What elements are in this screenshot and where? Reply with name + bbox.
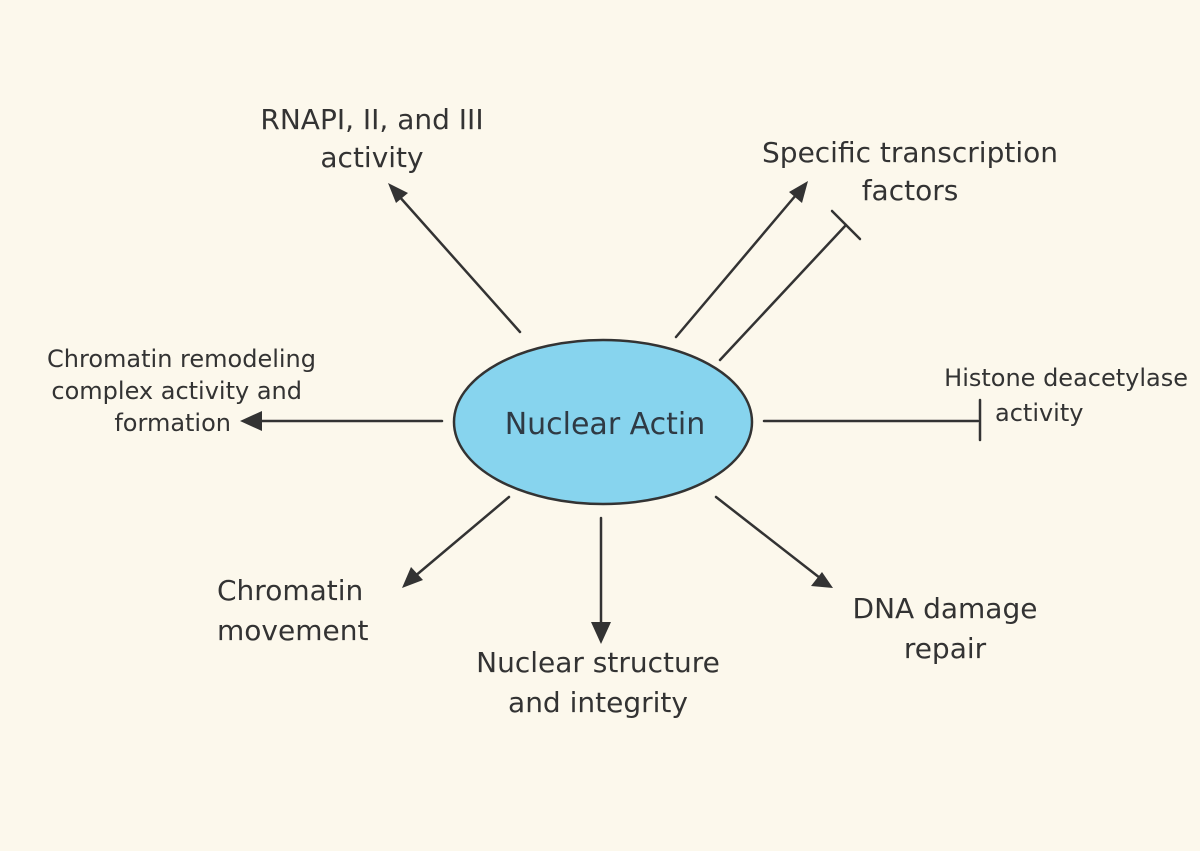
tf-label-line-1: Specific transcription — [762, 136, 1058, 169]
arrowhead-chromatin-movement — [402, 567, 423, 588]
edge-rnap — [396, 193, 522, 334]
edge-tf-inhibition — [718, 223, 848, 362]
edges — [240, 181, 982, 644]
dna-repair-node: DNA damage repair — [853, 592, 1038, 665]
chromatin-movement-label-line-2: movement — [217, 614, 368, 647]
inhibition-bar-tf — [830, 209, 862, 241]
chromatin-remodeling-node: Chromatin remodeling complex activity an… — [47, 345, 316, 437]
tf-node: Specific transcription factors — [762, 136, 1058, 207]
edge-dna-repair — [714, 495, 822, 580]
hdac-label-line-2: activity — [995, 399, 1083, 427]
chromatin-movement-node: Chromatin movement — [217, 574, 368, 647]
arrowhead-nuclear-structure — [591, 622, 611, 644]
chromatin-remodeling-label-line-3: formation — [114, 409, 231, 437]
arrowhead-tf — [789, 181, 808, 203]
edge-tf-activation — [674, 193, 798, 339]
nuclear-structure-node: Nuclear structure and integrity — [476, 646, 720, 719]
rnap-node: RNAPI, II, and III activity — [260, 103, 483, 174]
rnap-label-line-1: RNAPI, II, and III — [260, 103, 483, 136]
tf-label-line-2: factors — [862, 174, 959, 207]
chromatin-remodeling-label-line-1: Chromatin remodeling — [47, 345, 316, 373]
nuclear-actin-node — [452, 338, 754, 506]
arrowhead-rnap — [388, 183, 408, 203]
rnap-label-line-2: activity — [320, 141, 423, 174]
chromatin-remodeling-label-line-2: complex activity and — [51, 377, 302, 405]
arrowhead-chromatin-remodeling — [240, 411, 262, 431]
nuclear-actin-label: Nuclear Actin — [505, 407, 706, 442]
hdac-node: Histone deacetylase activity — [944, 364, 1188, 427]
nuclear-structure-label-line-1: Nuclear structure — [476, 646, 720, 679]
arrowhead-dna-repair — [811, 572, 833, 588]
edge-chromatin-movement — [412, 495, 511, 579]
hdac-label-line-1: Histone deacetylase — [944, 364, 1188, 392]
nuclear-structure-label-line-2: and integrity — [508, 686, 688, 719]
dna-repair-label-line-2: repair — [904, 632, 987, 665]
dna-repair-label-line-1: DNA damage — [853, 592, 1038, 625]
chromatin-movement-label-line-1: Chromatin — [217, 574, 363, 607]
